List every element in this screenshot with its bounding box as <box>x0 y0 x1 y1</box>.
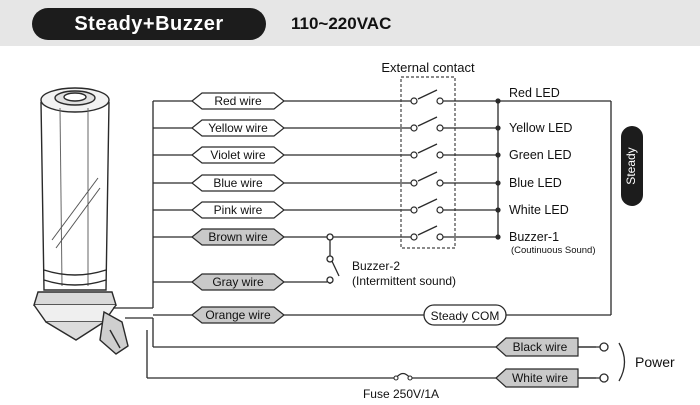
wire-label: Brown wire <box>208 230 268 244</box>
power-section: Black wire White wire Power Fuse 250V/1A <box>363 337 675 401</box>
contact-terminal <box>436 97 444 105</box>
wire-label: Red wire <box>214 94 262 108</box>
contact-terminal <box>410 179 418 187</box>
mode-title: Steady+Buzzer <box>32 8 266 40</box>
black-wire-label: Black wire <box>513 340 568 354</box>
power-label: Power <box>635 354 675 370</box>
white-wire-label: White wire <box>512 371 568 385</box>
contact-terminal <box>436 151 444 159</box>
contact-terminal <box>410 97 418 105</box>
external-contact-box: External contact <box>381 60 475 249</box>
tower-light-illustration <box>33 87 129 355</box>
contact-lever <box>417 198 438 209</box>
steady-tag-label: Steady <box>624 147 638 184</box>
output-label: Red LED <box>509 86 560 100</box>
contact-switches <box>410 89 501 241</box>
output-label: Yellow LED <box>509 121 572 135</box>
output-label: Buzzer-1 <box>509 230 559 244</box>
power-brace <box>618 342 626 382</box>
voltage-label: 110~220VAC <box>291 14 392 33</box>
output-sub-label: (Coutinuous Sound) <box>511 245 596 256</box>
common-return-line <box>498 100 612 316</box>
buzzer-2-sub-label: (Intermittent sound) <box>352 274 456 288</box>
contact-terminal <box>436 206 444 214</box>
contact-terminal <box>436 179 444 187</box>
steady-com-label: Steady COM <box>431 309 500 323</box>
output-label: Blue LED <box>509 176 562 190</box>
wire-label: Pink wire <box>214 203 263 217</box>
wire-label: Blue wire <box>213 176 263 190</box>
steady-com-box: Steady COM <box>423 304 507 326</box>
contact-terminal <box>410 124 418 132</box>
contact-lever <box>417 225 438 236</box>
output-label: Green LED <box>509 148 572 162</box>
buzzer-2-node <box>326 233 334 241</box>
contact-terminal <box>410 233 418 241</box>
power-terminal <box>599 342 609 352</box>
contact-terminal <box>410 151 418 159</box>
steady-tag: Steady <box>621 126 643 206</box>
wire-label: Yellow wire <box>208 121 268 135</box>
contact-terminal <box>436 124 444 132</box>
wire-label: Orange wire <box>205 308 271 322</box>
output-labels: Red LED Yellow LED Green LED Blue LED White … <box>509 86 596 256</box>
wire-label: Gray wire <box>212 275 264 289</box>
buzzer-2-switch <box>326 237 340 284</box>
wire-label: Violet wire <box>210 148 265 162</box>
power-terminal <box>599 373 609 383</box>
output-label: White LED <box>509 203 569 217</box>
contact-lever <box>417 116 438 127</box>
contact-lever <box>417 171 438 182</box>
fuse-label: Fuse 250V/1A <box>363 387 439 401</box>
contact-terminal <box>410 206 418 214</box>
contact-lever <box>417 89 438 100</box>
contact-lever <box>417 143 438 154</box>
external-contact-label: External contact <box>381 60 475 75</box>
buzzer-2-label: Buzzer-2 <box>352 259 400 273</box>
contact-terminal <box>436 233 444 241</box>
